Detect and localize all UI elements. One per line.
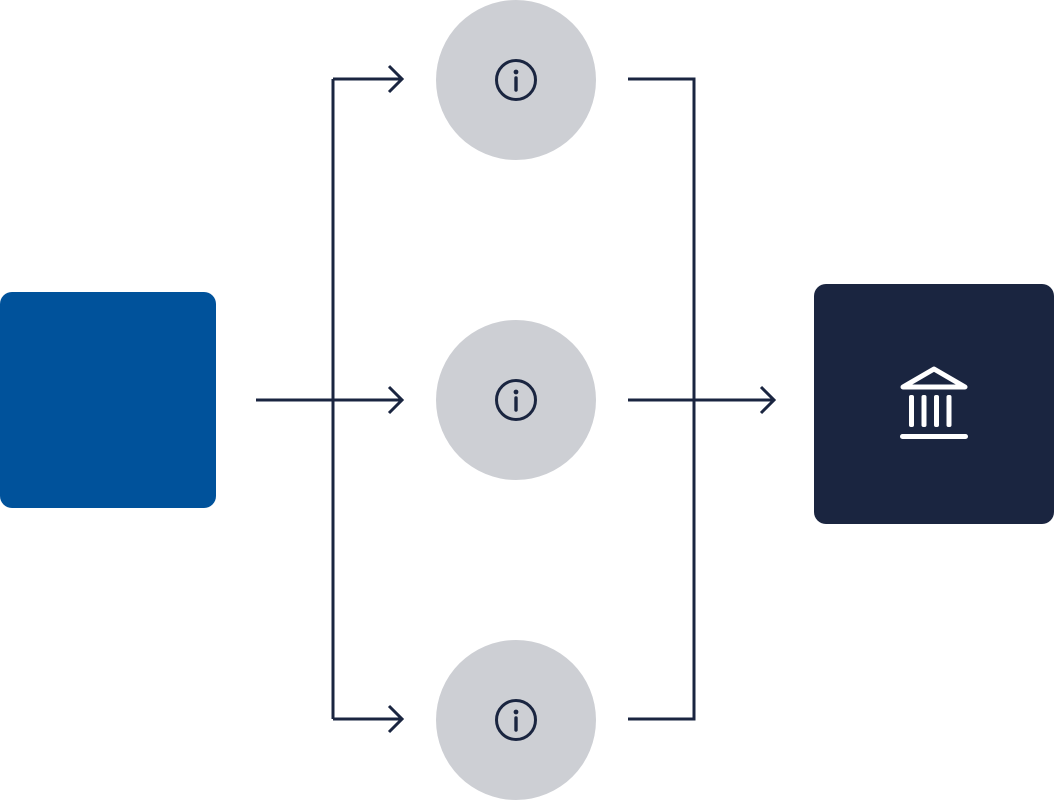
node-2	[436, 320, 596, 480]
fan-in-connectors	[628, 77, 777, 721]
node-1	[436, 0, 596, 160]
arrowhead-to-target	[759, 385, 777, 415]
arrowhead-to-node-2	[387, 385, 405, 415]
info-icon	[495, 379, 537, 421]
fan-out-connectors	[256, 64, 405, 734]
arrowhead-to-node-3	[387, 704, 405, 734]
fan-in-top-line	[628, 77, 696, 400]
info-icon	[495, 699, 537, 741]
source-box	[0, 292, 216, 508]
bank-icon	[900, 366, 968, 439]
arrowhead-to-node-1	[387, 64, 405, 94]
fan-in-bottom-line	[628, 400, 696, 721]
node-3	[436, 640, 596, 800]
info-icon	[495, 59, 537, 101]
